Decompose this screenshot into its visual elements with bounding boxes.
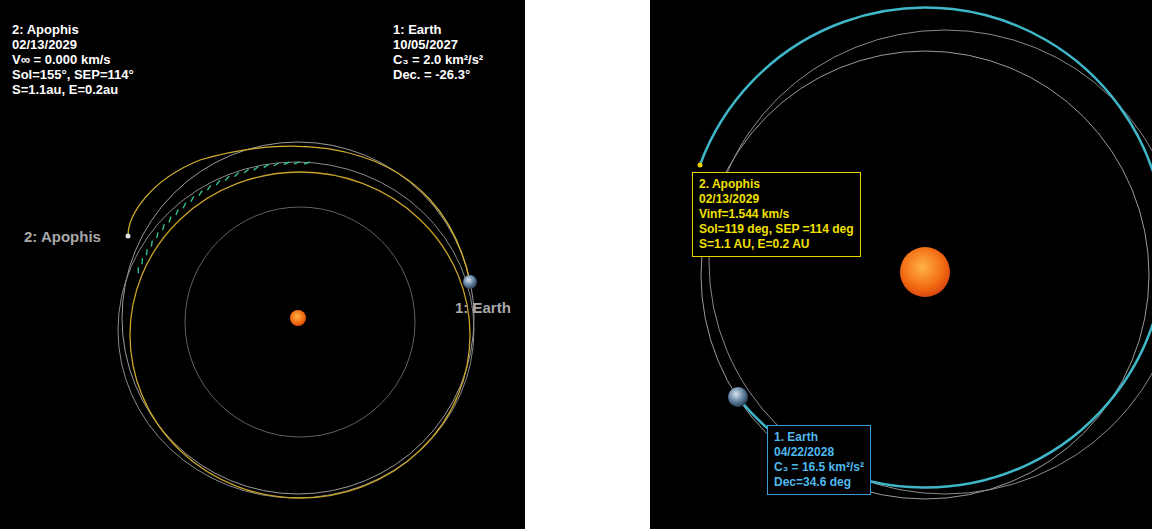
thrust-tick (274, 163, 279, 166)
inner-orbit (185, 207, 415, 437)
box-text: Vinf=1.544 km/s (699, 207, 854, 222)
info-box: 1. Earth04/22/2028C₃ = 16.5 km²/s²Dec=34… (767, 425, 871, 495)
thrust-tick (141, 258, 143, 264)
thrust-tick (235, 172, 239, 176)
info-text: Sol=155°, SEP=114° (12, 67, 134, 82)
earth (728, 387, 748, 407)
info-text: 2: Apophis (12, 22, 79, 37)
info-text: C₃ = 2.0 km²/s² (393, 52, 483, 67)
box-text: 04/22/2028 (774, 445, 864, 460)
info-text: Dec. = -26.3° (393, 67, 470, 82)
thrust-tick (244, 169, 249, 173)
thrust-tick (191, 197, 194, 202)
panel (650, 0, 1152, 529)
info-text: 02/13/2029 (12, 37, 77, 52)
thrust-tick (284, 162, 289, 165)
thrust-tick (163, 224, 165, 230)
box-text: 2. Apophis (699, 177, 854, 192)
thrust-tick (183, 203, 186, 208)
info-text: S=1.1au, E=0.2au (12, 82, 118, 97)
thrust-tick (157, 232, 158, 238)
sun (290, 310, 306, 326)
box-text: Sol=119 deg, SEP =114 deg (699, 222, 854, 237)
box-text: 02/13/2029 (699, 192, 854, 207)
info-text: V∞ = 0.000 km/s (12, 52, 111, 67)
box-text: Dec=34.6 deg (774, 475, 864, 490)
earth-orbit (122, 142, 474, 494)
thrust-tick (176, 210, 178, 216)
thrust-tick (225, 176, 229, 180)
earth-orbit (701, 51, 1149, 499)
info-text: 10/05/2027 (393, 37, 458, 52)
thrust-tick (137, 267, 139, 273)
panel (0, 0, 525, 529)
info-box: 2. Apophis02/13/2029Vinf=1.544 km/sSol=1… (692, 172, 861, 257)
thrust-tick (216, 181, 220, 186)
box-text: S=1.1 AU, E=0.2 AU (699, 237, 854, 252)
body-label: 1: Earth (455, 300, 511, 315)
thrust-tick (264, 164, 269, 167)
thrust-tick (207, 185, 211, 190)
box-text: C₃ = 16.5 km²/s² (774, 460, 864, 475)
apophis-orbit (118, 162, 474, 498)
apophis-orbit (709, 30, 1152, 494)
box-text: 1. Earth (774, 430, 864, 445)
apophis (698, 163, 703, 168)
trajectory (700, 8, 1152, 488)
trajectory (130, 172, 470, 498)
thrust-tick (146, 249, 148, 255)
thrust-tick (304, 162, 310, 164)
thrust-ticks (138, 162, 310, 274)
body-label: 2: Apophis (24, 229, 101, 244)
info-text: 1: Earth (393, 22, 441, 37)
sun (900, 247, 950, 297)
thrust-tick (151, 241, 152, 247)
apophis (126, 234, 131, 239)
thrust-tick (254, 167, 259, 171)
trajectory (128, 146, 470, 282)
thrust-tick (294, 162, 300, 164)
thrust-tick (169, 217, 171, 223)
earth (463, 275, 477, 289)
thrust-tick (199, 191, 202, 196)
